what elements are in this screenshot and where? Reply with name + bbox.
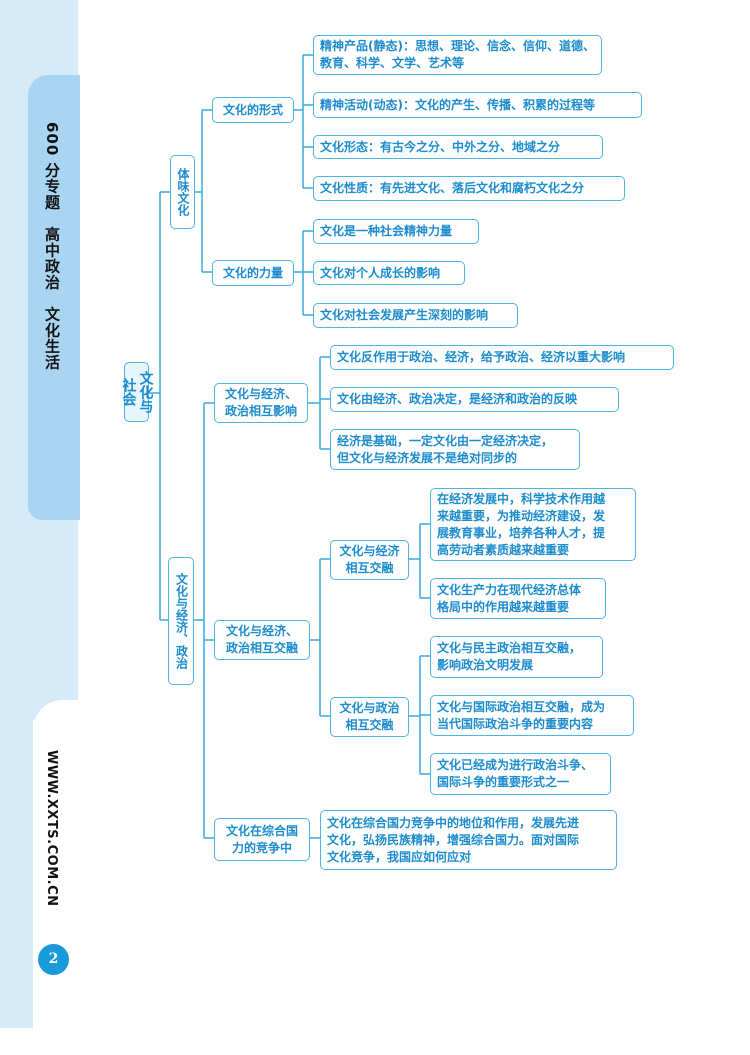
leaf-node: 文化形态：有古今之分、中外之分、地域之分 xyxy=(313,135,603,159)
connector xyxy=(148,191,170,621)
leaf-node: 精神活动(动态)：文化的产生、传播、积累的过程等 xyxy=(313,92,642,118)
leaf-node: 在经济发展中，科学技术作用越 来越重要，为推动经济建设，发 展教育事业，培养各种… xyxy=(430,488,636,561)
leaf-node: 文化与民主政治相互交融， 影响政治文明发展 xyxy=(430,636,603,678)
branch-node: 体味文化 xyxy=(170,155,195,229)
website-url: WWW.XXTS.COM.CN xyxy=(44,750,59,907)
subtopic-node: 文化与经济 相互交融 xyxy=(330,540,409,580)
book-title: 600 分专题 高中政治 文化生活 xyxy=(43,122,61,371)
topic-node: 文化的力量 xyxy=(212,260,294,286)
connector xyxy=(308,356,330,450)
connector xyxy=(409,655,430,775)
topic-node: 文化与经济、 政治相互交融 xyxy=(214,620,310,660)
leaf-node: 经济是基础，一定文化由一定经济决定， 但文化与经济发展不是绝对同步的 xyxy=(330,429,580,470)
root-node: 文化与社会 xyxy=(121,362,154,422)
leaf-node: 文化对个人成长的影响 xyxy=(313,261,465,285)
sidebar-background-lower xyxy=(0,700,33,1028)
sidebar-tab xyxy=(28,75,80,520)
connector xyxy=(194,402,214,839)
leaf-node: 文化由经济、政治决定，是经济和政治的反映 xyxy=(330,387,619,412)
connector xyxy=(409,523,430,599)
leaf-node: 文化性质：有先进文化、落后文化和腐朽文化之分 xyxy=(313,176,625,201)
topic-node: 文化在综合国 力的竞争中 xyxy=(214,818,310,861)
leaf-node: 精神产品(静态)：思想、理论、信念、信仰、道德、 教育、科学、文学、艺术等 xyxy=(313,35,602,75)
leaf-node: 文化是一种社会精神力量 xyxy=(313,219,479,244)
connector xyxy=(294,230,313,316)
leaf-node: 文化已经成为进行政治斗争、 国际斗争的重要形式之一 xyxy=(430,753,611,795)
connector xyxy=(294,54,313,189)
leaf-node: 文化反作用于政治、经济，给予政治、经济以重大影响 xyxy=(330,345,674,370)
branch-node: 文化与经济、政治 xyxy=(168,557,194,685)
topic-node: 文化与经济、 政治相互影响 xyxy=(214,383,308,423)
leaf-node: 文化对社会发展产生深刻的影响 xyxy=(313,303,518,328)
leaf-node: 文化生产力在现代经济总体 格局中的作用越来越重要 xyxy=(430,578,606,619)
connector xyxy=(310,558,330,717)
connector xyxy=(195,109,212,273)
leaf-node: 文化与国际政治相互交融，成为 当代国际政治斗争的重要内容 xyxy=(430,695,634,736)
subtopic-node: 文化与政治 相互交融 xyxy=(330,697,409,737)
topic-node: 文化的形式 xyxy=(212,97,294,123)
leaf-node: 文化在综合国力竞争中的地位和作用，发展先进 文化，弘扬民族精神，增强综合国力。面… xyxy=(320,810,617,870)
page-number-badge: 2 xyxy=(38,944,69,975)
